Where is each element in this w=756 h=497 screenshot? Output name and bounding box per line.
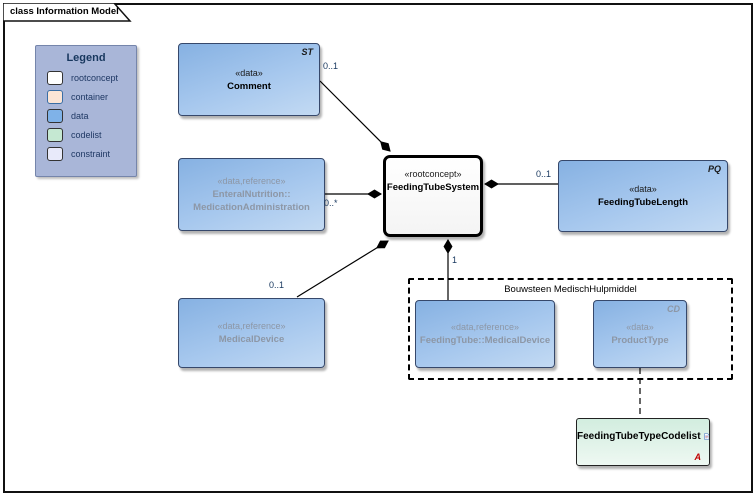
node-name-label: ProductType (611, 335, 669, 346)
node-comment[interactable]: ST «data» Comment (178, 43, 320, 116)
legend-item-container: container (36, 87, 136, 106)
stereotype-label: «rootconcept» (404, 169, 462, 179)
node-feeding-tube-system[interactable]: «rootconcept» FeedingTubeSystem (383, 155, 483, 237)
edge-comment (319, 80, 391, 152)
rootconcept-swatch-icon (47, 70, 63, 85)
node-feeding-tube-length[interactable]: PQ «data» FeedingTubeLength (558, 160, 728, 232)
node-name-label: FeedingTubeLength (597, 197, 689, 208)
type-code-label: CD (667, 304, 680, 314)
boundary-label: Bouwsteen MedischHulpmiddel (504, 284, 637, 295)
diagram-title-tab (3, 3, 132, 22)
stereotype-label: «data,reference» (217, 321, 286, 331)
node-name-label: FeedingTubeTypeCodelist (577, 431, 701, 442)
legend-item-label: data (71, 110, 89, 121)
node-name-label-line1: EnteralNutrition:: (212, 189, 291, 200)
legend-title: Legend (66, 52, 106, 64)
legend-item-constraint: constraint (36, 144, 136, 163)
codelist-letter-label: A (694, 452, 702, 462)
multiplicity-feeding-tube-medical-device: 1 (452, 255, 458, 265)
node-name-label: FeedingTubeSystem (386, 182, 480, 193)
legend[interactable]: Legend rootconcept container data codeli… (35, 45, 137, 177)
legend-item-codelist: codelist (36, 125, 136, 144)
stereotype-label: «data» (626, 322, 654, 332)
node-product-type[interactable]: CD «data» ProductType (593, 300, 687, 368)
legend-item-label: rootconcept (71, 72, 119, 83)
diagram-title: class Information Model (10, 6, 119, 17)
stereotype-label: «data» (629, 184, 657, 194)
node-name-label: MedicalDevice (218, 334, 285, 345)
node-medical-device[interactable]: «data,reference» MedicalDevice (178, 298, 325, 368)
node-feeding-tube-type-codelist[interactable]: FeedingTubeTypeCodelist A (576, 418, 710, 466)
type-code-label: PQ (707, 164, 721, 174)
legend-item-label: constraint (71, 148, 111, 159)
legend-item-label: codelist (71, 129, 102, 140)
stereotype-label: «data,reference» (217, 176, 286, 186)
multiplicity-feeding-tube-length: 0..1 (536, 169, 552, 179)
constraint-swatch-icon (47, 146, 63, 161)
type-code-label: ST (301, 47, 313, 57)
boundary-bouwsteen-medischhulpmiddel[interactable]: Bouwsteen MedischHulpmiddel (408, 278, 733, 380)
legend-item-rootconcept: rootconcept (36, 68, 136, 87)
multiplicity-comment: 0..1 (323, 61, 339, 71)
node-name-label-line2: MedicationAdministration (193, 202, 310, 213)
multiplicity-medical-device: 0..1 (269, 280, 285, 290)
legend-item-label: container (71, 91, 109, 102)
document-icon (703, 433, 709, 440)
diagram-frame (3, 3, 753, 493)
node-name-label: Comment (227, 80, 271, 92)
node-medication-administration[interactable]: «data,reference» EnteralNutrition:: Medi… (178, 158, 325, 231)
multiplicity-medication-administration: 0..* (324, 198, 338, 208)
codelist-swatch-icon (47, 127, 63, 142)
data-swatch-icon (47, 108, 63, 123)
legend-item-data: data (36, 106, 136, 125)
node-feeding-tube-medical-device[interactable]: «data,reference» FeedingTube::MedicalDev… (415, 300, 555, 368)
node-name-label: FeedingTube::MedicalDevice (419, 335, 551, 346)
stereotype-label: «data» (235, 67, 263, 78)
edge-medical-device (296, 240, 389, 298)
codelist-name-row: FeedingTubeTypeCodelist (577, 429, 709, 444)
container-swatch-icon (47, 89, 63, 104)
stereotype-label: «data,reference» (450, 322, 520, 332)
